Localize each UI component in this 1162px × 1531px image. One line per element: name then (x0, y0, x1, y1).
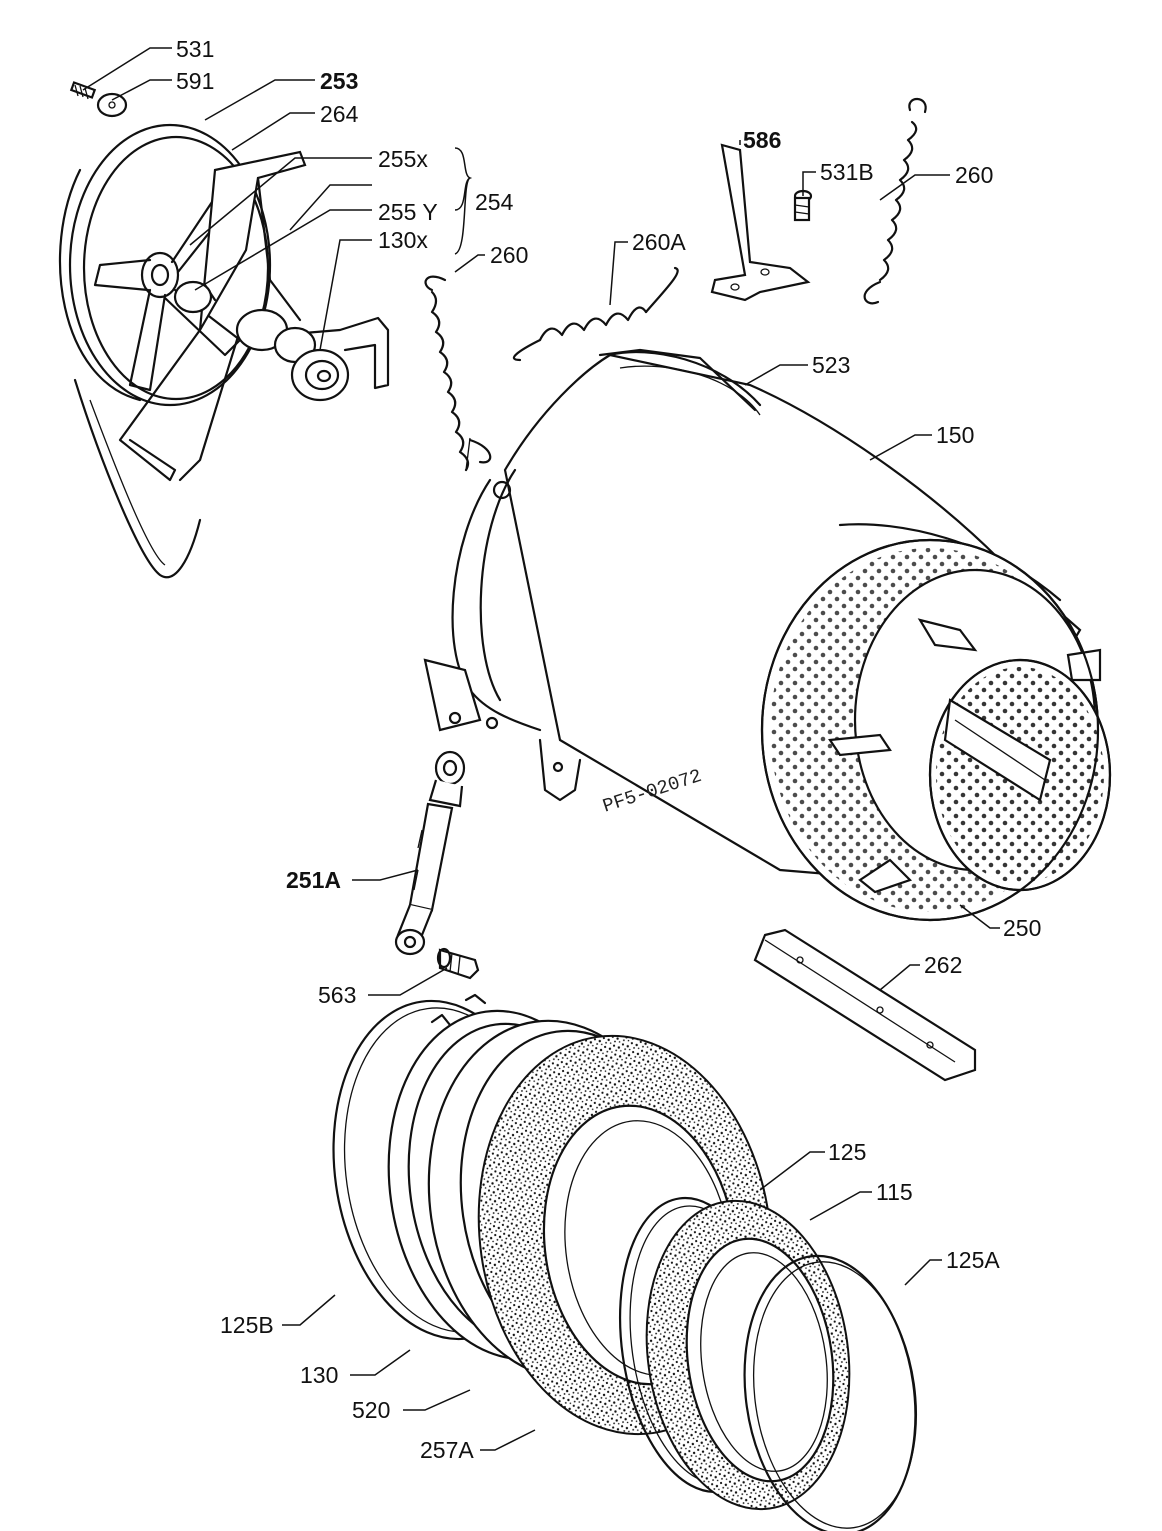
label-264: 264 (320, 101, 359, 127)
label-257a: 257A (420, 1437, 474, 1463)
label-260a: 260A (632, 229, 686, 255)
leader-lines (82, 47, 1000, 1451)
spring-260A-icon (512, 266, 679, 362)
shaft-bearing-130x-icon (173, 280, 350, 402)
washer-591-icon (96, 92, 128, 118)
label-253: 253 (320, 68, 358, 94)
label-254: 254 (475, 189, 514, 215)
part-labels: 531 591 253 264 255x 254 255 Y 130x 260 … (176, 36, 1041, 1463)
door-seal-115-icon (645, 1199, 851, 1511)
label-115: 115 (876, 1179, 913, 1205)
label-130: 130 (300, 1362, 338, 1388)
label-125: 125 (828, 1139, 866, 1165)
label-125b: 125B (220, 1312, 274, 1338)
label-531b: 531B (820, 159, 874, 185)
label-255x: 255x (378, 146, 428, 172)
label-563: 563 (318, 982, 356, 1008)
bolt-563-icon (436, 947, 480, 980)
spider-arm-254-icon (118, 150, 390, 482)
label-591: 591 (176, 68, 214, 94)
label-255y: 255 Y (378, 199, 438, 225)
spring-260-right-icon (863, 97, 927, 305)
label-150: 150 (936, 422, 974, 448)
label-260-left: 260 (490, 242, 528, 268)
label-531: 531 (176, 36, 214, 62)
bracket-586-icon (710, 143, 811, 302)
spring-260-left-icon (424, 275, 492, 472)
pulley-assembly (58, 81, 390, 579)
label-250: 250 (1003, 915, 1041, 941)
clamp-ring-125a-icon (743, 1254, 918, 1531)
label-520: 520 (352, 1397, 390, 1423)
label-130x: 130x (378, 227, 428, 253)
label-125a: 125A (946, 1247, 1000, 1273)
label-586: 586 (743, 127, 781, 153)
label-251a: 251A (286, 867, 341, 893)
shock-absorber-251a-icon (394, 750, 466, 956)
lifter-262-icon (753, 928, 977, 1082)
label-260-right: 260 (955, 162, 993, 188)
counterweight-257a-icon (477, 1034, 773, 1436)
label-523: 523 (812, 352, 850, 378)
drum-250-icon (760, 538, 1112, 922)
label-262: 262 (924, 952, 962, 978)
